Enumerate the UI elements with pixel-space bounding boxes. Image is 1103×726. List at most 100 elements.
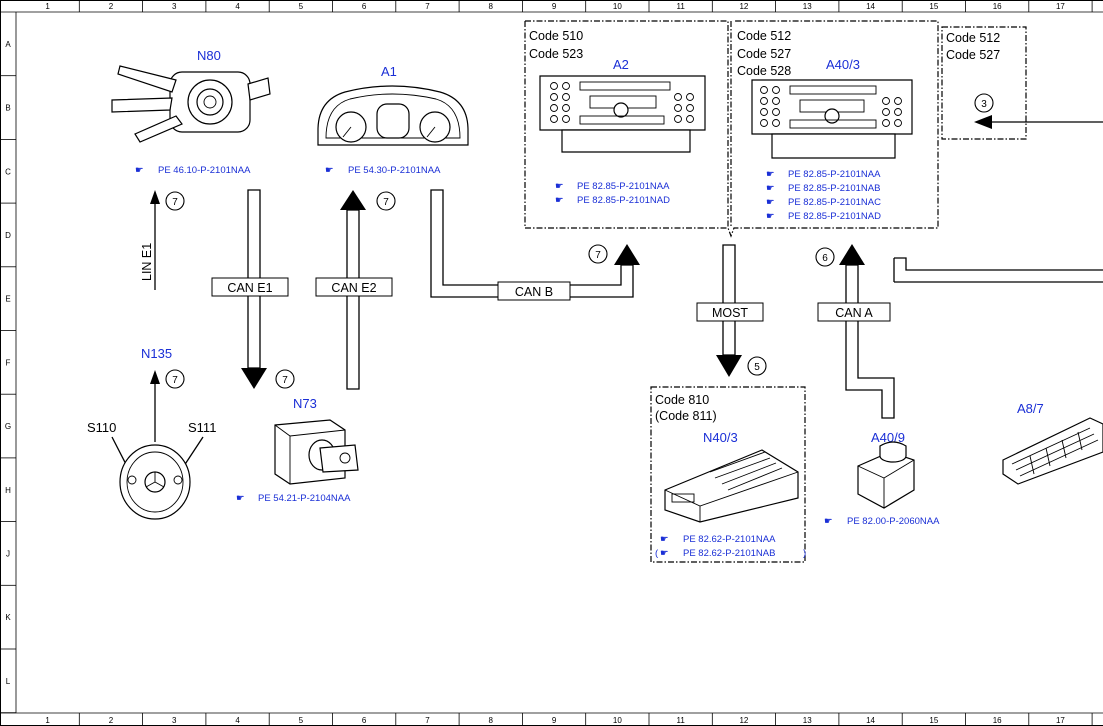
- column-label: 15: [929, 716, 938, 725]
- n135-component: N135 7 S110 S111: [87, 346, 216, 520]
- pointing-hand-icon: ☛: [555, 195, 564, 206]
- row-label: J: [6, 549, 10, 558]
- right-code-box: Code 512 Code 527 3: [941, 26, 1103, 140]
- most-label: MOST: [712, 306, 748, 320]
- column-label: 14: [866, 716, 875, 725]
- column-label: 11: [676, 716, 685, 725]
- row-label: E: [5, 295, 10, 304]
- a2-code-2: Code 523: [529, 47, 583, 61]
- column-label: 12: [739, 716, 748, 725]
- a1-label: A1: [381, 64, 397, 79]
- lin-e1-link: LIN E1 7: [140, 190, 185, 290]
- s110-label: S110: [87, 420, 116, 435]
- can-a-label: CAN A: [835, 306, 873, 320]
- row-label: D: [5, 231, 11, 240]
- callout-can-a-up: 6: [822, 253, 828, 264]
- n80-component: N80 ☛ PE 46.10-P-2101NAA: [111, 48, 271, 176]
- callout-can-e1-down: 7: [282, 375, 288, 386]
- n80-label: N80: [197, 48, 221, 63]
- column-label: 1: [45, 2, 50, 11]
- can-b-label: CAN B: [515, 285, 553, 299]
- n73-reference: ☛ PE 54.21-P-2104NAA: [236, 493, 351, 504]
- a40-9-component: A40/9 ☛ PE 82.00-P-2060NAA: [824, 430, 940, 527]
- right-code-2: Code 527: [946, 48, 1000, 62]
- steering-column-switch-icon: [111, 65, 271, 143]
- arrow-up-icon: [839, 244, 865, 265]
- pointing-hand-icon: ☛: [660, 534, 669, 545]
- n80-ref-text: PE 46.10-P-2101NAA: [158, 165, 251, 176]
- column-label: 6: [362, 2, 367, 11]
- callout-most-down: 5: [754, 362, 760, 373]
- arrow-up-icon: [150, 190, 160, 204]
- column-label: 2: [109, 716, 114, 725]
- row-label: K: [5, 613, 11, 622]
- column-label: 17: [1056, 2, 1065, 11]
- can-e1-label: CAN E1: [227, 281, 272, 295]
- a40-3-ref-4: PE 82.85-P-2101NAD: [788, 211, 881, 222]
- ignition-switch-icon: [274, 419, 359, 485]
- column-label: 11: [676, 2, 685, 11]
- a8-7-component: A8/7: [1002, 401, 1103, 485]
- amplifier-module-icon: [664, 449, 799, 523]
- pointing-hand-icon: ☛: [135, 165, 144, 176]
- callout-can-e2-up: 7: [383, 197, 389, 208]
- a40-3-code-1: Code 512: [737, 29, 791, 43]
- a40-3-component: Code 512 Code 527 Code 528 A40/3 ☛ PE 82…: [737, 29, 913, 222]
- row-label: F: [6, 358, 11, 367]
- arrow-down-icon: [716, 355, 742, 377]
- column-label: 16: [993, 2, 1002, 11]
- n40-3-ref-1: PE 82.62-P-2101NAA: [683, 534, 776, 545]
- can-e2-label: CAN E2: [331, 281, 376, 295]
- column-label: 7: [425, 2, 430, 11]
- n40-3-code-1: Code 810: [655, 393, 709, 407]
- a2-code-box: Code 510 Code 523 A2 ☛ PE 82.85-P-2101NA…: [524, 20, 939, 238]
- callout-a2-in: 7: [595, 250, 601, 261]
- row-label: A: [5, 40, 11, 49]
- column-label: 9: [552, 2, 557, 11]
- column-label: 5: [299, 2, 304, 11]
- a8-7-label: A8/7: [1017, 401, 1044, 416]
- lin-e1-label: LIN E1: [140, 243, 154, 281]
- callout-n80-up: 7: [172, 197, 178, 208]
- svg-text:(: (: [655, 548, 659, 559]
- column-label: 16: [993, 716, 1002, 725]
- column-label: 13: [803, 2, 812, 11]
- n40-3-code-2: (Code 811): [655, 409, 717, 423]
- a40-3-label: A40/3: [826, 57, 860, 72]
- row-label: L: [6, 677, 11, 686]
- column-label: 15: [929, 2, 938, 11]
- s111-label: S111: [188, 420, 216, 435]
- n73-label: N73: [293, 396, 317, 411]
- column-label: 12: [739, 2, 748, 11]
- column-label: 8: [489, 2, 494, 11]
- column-label: 14: [866, 2, 875, 11]
- row-label: B: [5, 104, 10, 113]
- a40-9-ref-text: PE 82.00-P-2060NAA: [847, 516, 940, 527]
- n40-3-label: N40/3: [703, 430, 738, 445]
- n73-component: N73 ☛ PE 54.21-P-2104NAA: [236, 396, 359, 504]
- a1-component: A1 ☛ PE 54.30-P-2101NAA: [317, 64, 469, 176]
- column-label: 3: [172, 2, 177, 11]
- most-link: MOST 5: [696, 244, 767, 377]
- pointing-hand-icon: ☛: [236, 493, 245, 504]
- radio-head-unit-icon: [539, 75, 706, 153]
- pointing-hand-icon: ☛: [325, 165, 334, 176]
- arrow-up-icon: [340, 190, 366, 210]
- right-bus-link: [894, 257, 1103, 283]
- column-label: 6: [362, 716, 367, 725]
- a1-reference: ☛ PE 54.30-P-2101NAA: [325, 165, 441, 176]
- column-label: 7: [425, 716, 430, 725]
- n80-reference: ☛ PE 46.10-P-2101NAA: [135, 165, 251, 176]
- a2-references: ☛ PE 82.85-P-2101NAA ☛ PE 82.85-P-2101NA…: [555, 181, 670, 206]
- comand-head-unit-icon: [751, 79, 913, 159]
- a40-3-references: ☛ PE 82.85-P-2101NAA ☛ PE 82.85-P-2101NA…: [766, 169, 881, 222]
- instrument-cluster-icon: [317, 85, 469, 146]
- column-label: 3: [172, 716, 177, 725]
- can-e2-link: CAN E2 7: [315, 190, 396, 390]
- n73-ref-text: PE 54.21-P-2104NAA: [258, 493, 351, 504]
- a40-9-reference: ☛ PE 82.00-P-2060NAA: [824, 516, 940, 527]
- pointing-hand-icon: ☛: [766, 211, 775, 222]
- a1-ref-text: PE 54.30-P-2101NAA: [348, 165, 441, 176]
- a40-3-code-2: Code 527: [737, 47, 791, 61]
